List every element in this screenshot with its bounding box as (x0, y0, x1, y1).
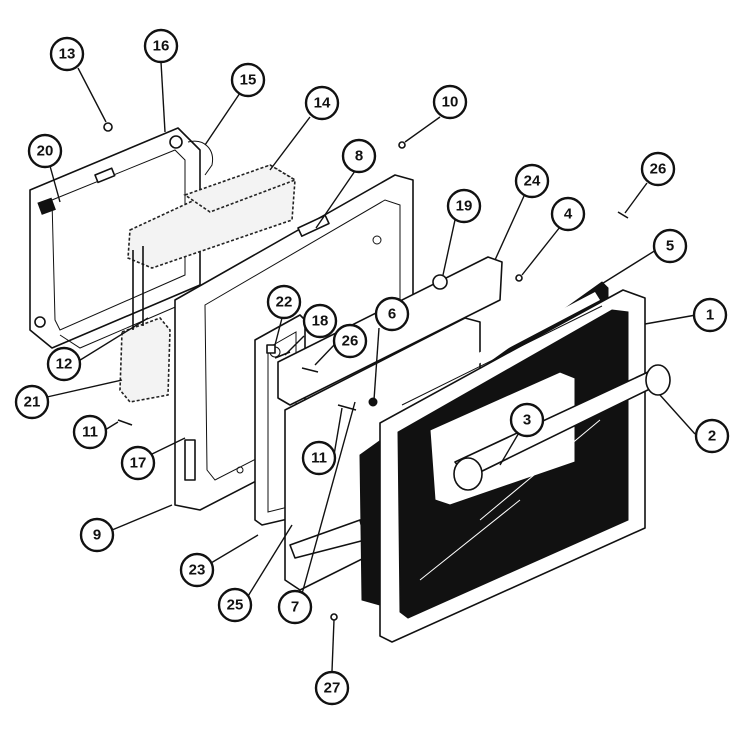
svg-text:5: 5 (666, 238, 674, 255)
callout-26-top: 26 (640, 151, 676, 187)
svg-text:17: 17 (130, 455, 147, 472)
svg-text:8: 8 (355, 148, 363, 165)
callout-26-mid: 26 (332, 323, 368, 359)
callout-14: 14 (304, 85, 340, 121)
callout-21: 21 (14, 384, 50, 420)
svg-text:4: 4 (564, 206, 573, 223)
svg-text:9: 9 (93, 527, 101, 544)
svg-text:7: 7 (291, 599, 299, 616)
callout-8: 8 (341, 138, 377, 174)
callout-22: 22 (266, 284, 302, 320)
lower-insulation (119, 317, 171, 403)
door-handle (453, 364, 671, 491)
svg-text:13: 13 (59, 46, 76, 63)
callout-24: 24 (514, 163, 550, 199)
callout-17: 17 (120, 445, 156, 481)
callout-27: 27 (314, 670, 350, 706)
outer-door-frame (379, 289, 646, 643)
callout-7: 7 (277, 589, 313, 625)
callout-6: 6 (374, 296, 410, 332)
svg-text:20: 20 (37, 143, 54, 160)
callout-15: 15 (230, 62, 266, 98)
svg-text:11: 11 (82, 424, 98, 441)
svg-text:1: 1 (706, 307, 714, 324)
svg-text:14: 14 (314, 95, 331, 112)
callout-19: 19 (446, 188, 482, 224)
svg-text:23: 23 (189, 562, 206, 579)
svg-text:6: 6 (388, 306, 396, 323)
svg-text:12: 12 (56, 356, 73, 373)
leader-lines (46, 61, 697, 672)
callout-25: 25 (217, 587, 253, 623)
svg-text:21: 21 (24, 394, 41, 411)
svg-text:10: 10 (442, 94, 459, 111)
hinge-bracket (132, 246, 144, 330)
svg-text:3: 3 (523, 412, 531, 429)
callout-4: 4 (550, 196, 586, 232)
callout-16: 16 (143, 28, 179, 64)
callout-5: 5 (652, 228, 688, 264)
svg-text:25: 25 (227, 597, 244, 614)
svg-text:2: 2 (708, 428, 716, 445)
callout-3: 3 (509, 402, 545, 438)
svg-text:26: 26 (650, 161, 667, 178)
door-gasket (187, 140, 214, 176)
callout-23: 23 (179, 552, 215, 588)
svg-text:18: 18 (312, 313, 329, 330)
svg-text:15: 15 (240, 72, 257, 89)
svg-text:16: 16 (153, 38, 170, 55)
callout-12: 12 (46, 346, 82, 382)
svg-text:11: 11 (311, 450, 327, 467)
callout-11-left: 11 (72, 414, 108, 450)
callout-20: 20 (27, 133, 63, 169)
vent-hole (432, 274, 448, 290)
svg-text:22: 22 (276, 294, 293, 311)
callout-13: 13 (49, 36, 85, 72)
callout-9: 9 (79, 517, 115, 553)
callout-1: 1 (692, 297, 728, 333)
svg-text:24: 24 (524, 173, 541, 190)
top-insulation (127, 164, 297, 269)
svg-text:26: 26 (342, 333, 359, 350)
callout-2: 2 (694, 418, 730, 454)
callout-11-mid: 11 (301, 440, 337, 476)
callout-10: 10 (432, 84, 468, 120)
svg-text:19: 19 (456, 198, 473, 215)
screws-and-fasteners (103, 122, 629, 621)
svg-text:27: 27 (324, 680, 341, 697)
callout-18: 18 (302, 303, 338, 339)
